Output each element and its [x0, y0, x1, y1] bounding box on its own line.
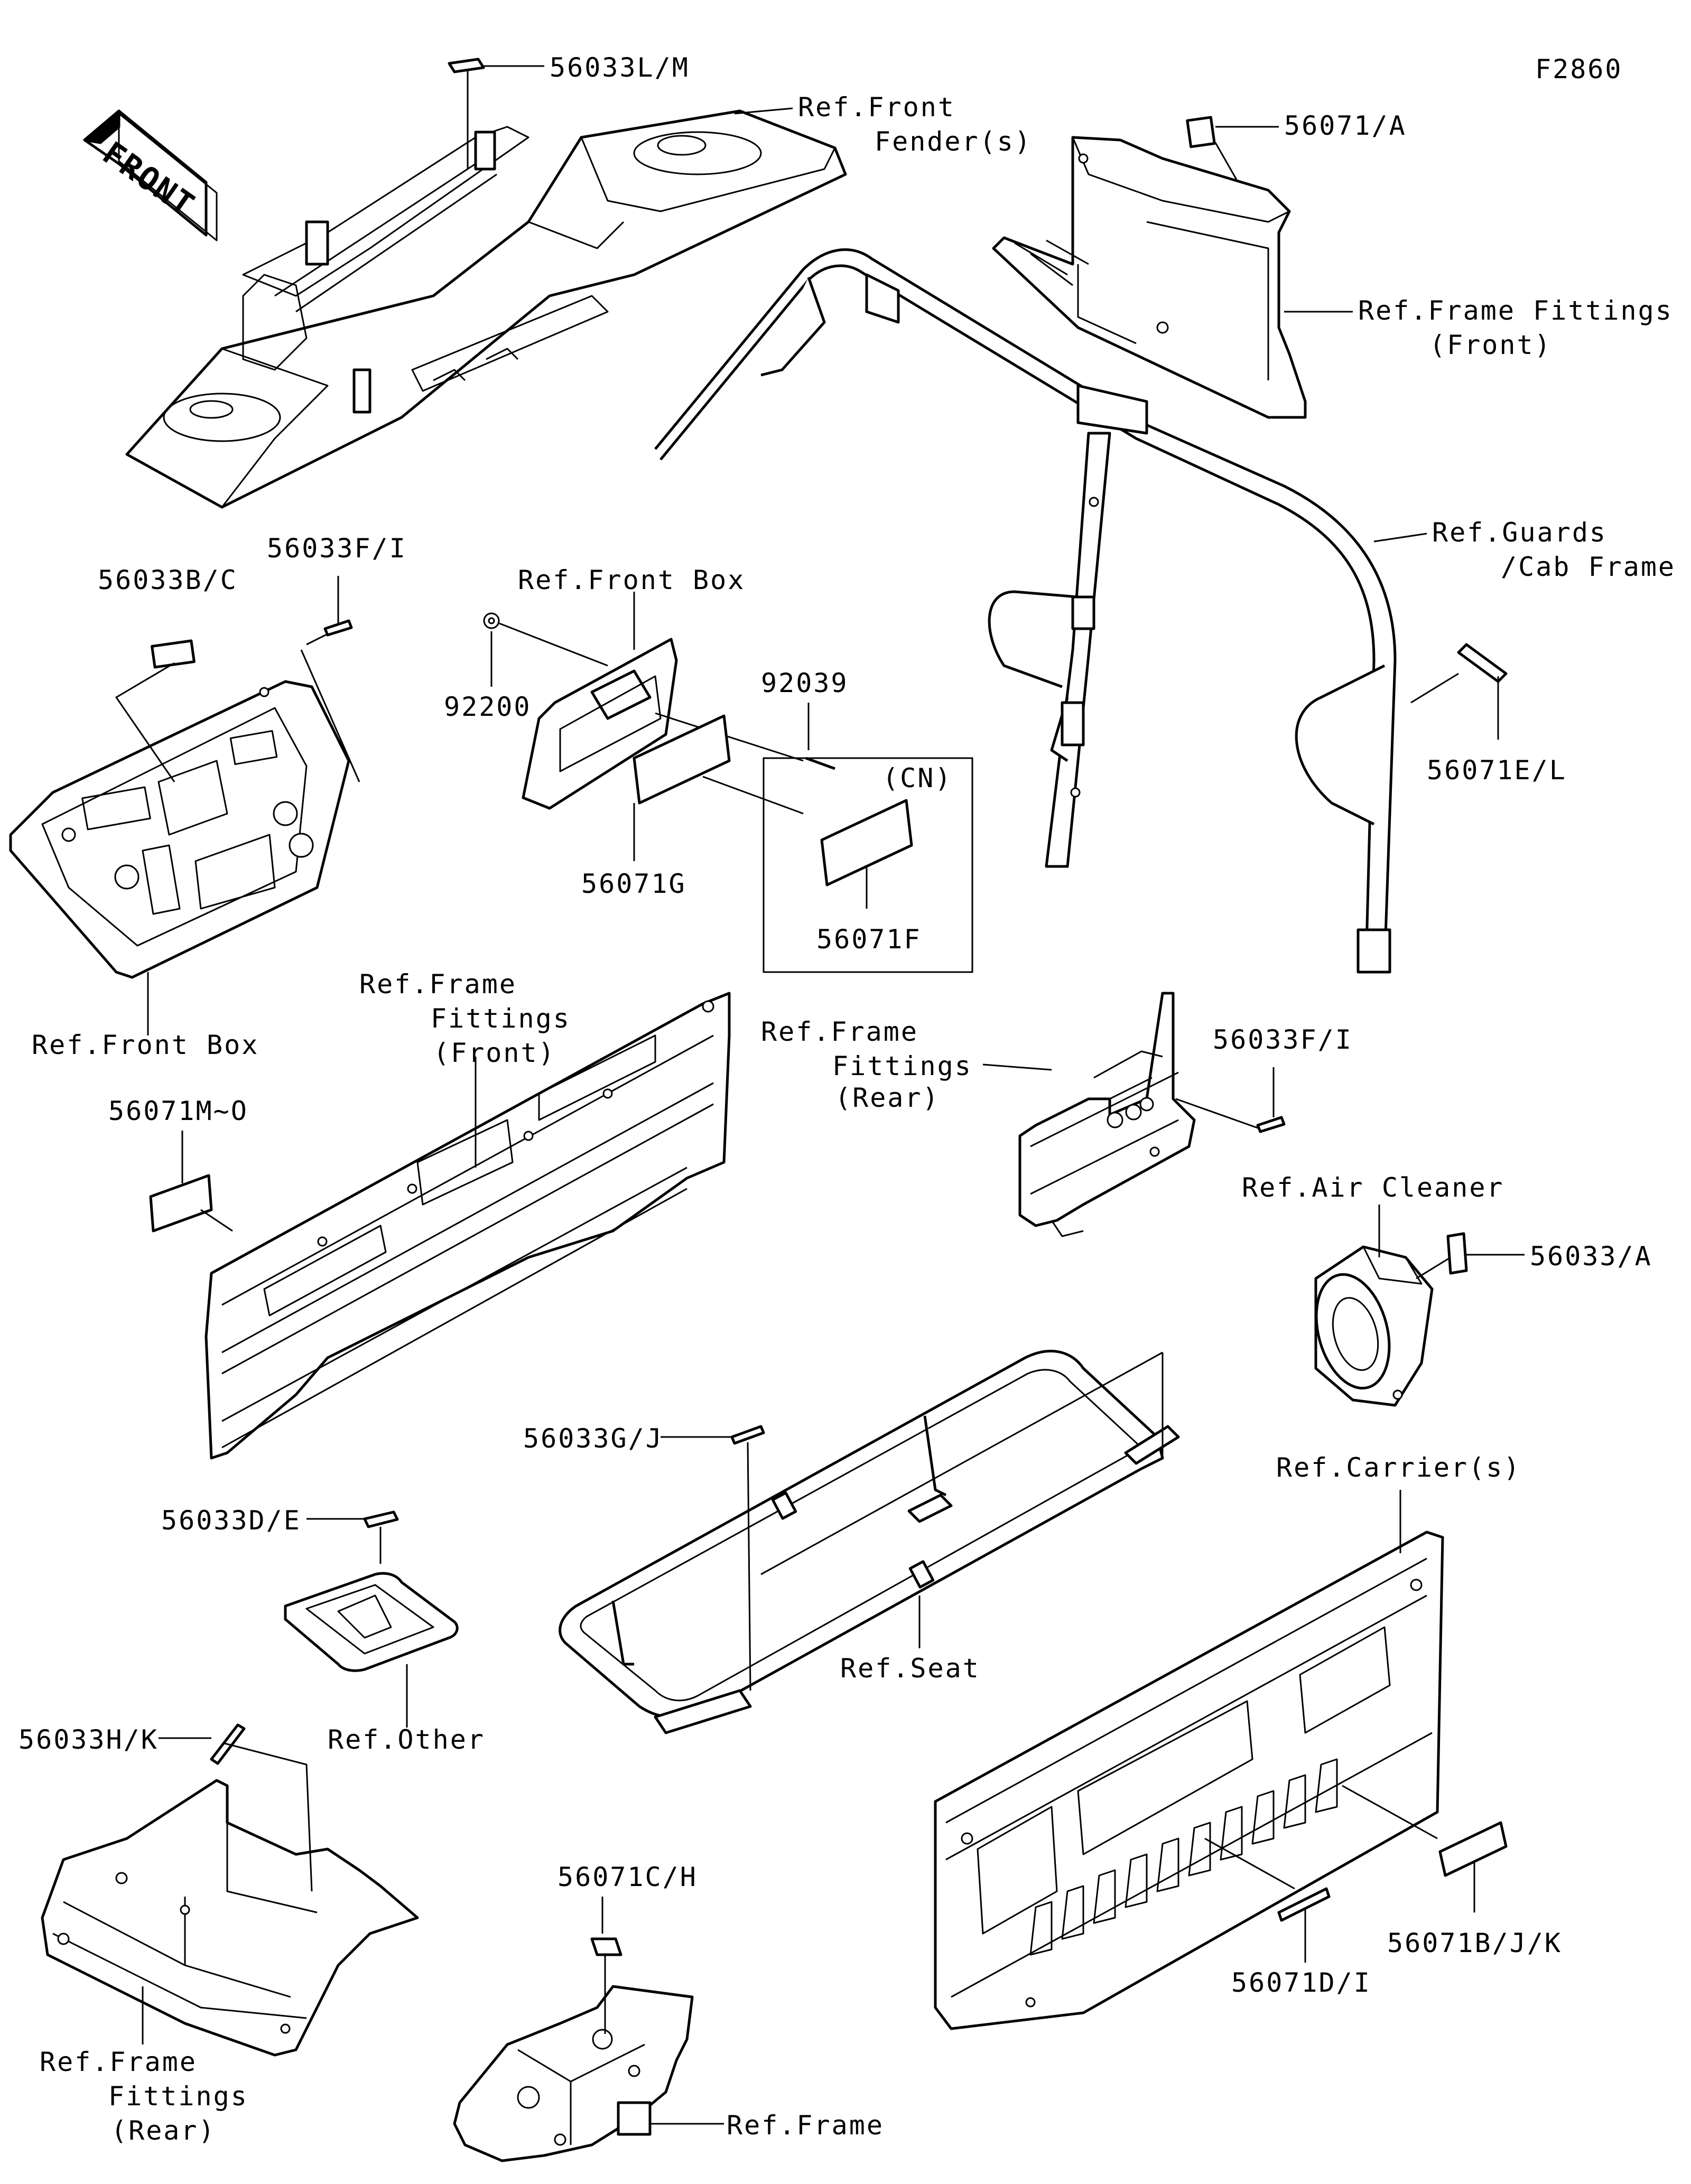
- cab-frame-part: [654, 248, 1397, 974]
- decal-56071-A: [1186, 116, 1216, 148]
- decal-56071C-H: [590, 1937, 622, 1956]
- label-ref-frame-fittings-front-panel-3: (Front): [433, 1038, 556, 1068]
- air-cleaner-part: [1314, 1245, 1434, 1407]
- carrier-tailgate-part: [934, 1530, 1444, 2030]
- decal-56071F: [820, 799, 913, 886]
- decal-56071B-J-K: [1438, 1821, 1508, 1877]
- decal-56033D-E: [363, 1510, 399, 1528]
- label-ref-front-fender-2: Fender(s): [875, 126, 1032, 157]
- label-ref-frame-fittings-front-panel-1: Ref.Frame: [359, 969, 517, 1000]
- frame-hitch-part: [453, 1985, 694, 2162]
- label-56071-A: 56071/A: [1284, 110, 1407, 141]
- label-ref-frame-fittings-rear-center-2: Fittings: [832, 1051, 972, 1081]
- label-56033F-I-top: 56033F/I: [267, 533, 407, 564]
- figure-number: F2860: [1535, 54, 1623, 85]
- decal-56071G: [633, 714, 731, 805]
- label-ref-seat: Ref.Seat: [840, 1653, 980, 1684]
- label-92200: 92200: [444, 692, 532, 722]
- decal-56033G-J: [730, 1425, 765, 1445]
- label-56071D-I: 56071D/I: [1231, 1967, 1371, 1998]
- label-56071M-O: 56071M~O: [108, 1096, 248, 1126]
- other-boot-part: [284, 1572, 459, 1672]
- label-ref-guards-cab-frame-1: Ref.Guards: [1432, 517, 1607, 548]
- label-56071E-L: 56071E/L: [1427, 755, 1567, 786]
- decal-56071D-I: [1277, 1887, 1331, 1922]
- label-56071F: 56071F: [816, 924, 922, 955]
- front-box-dash-part: [9, 680, 350, 979]
- label-ref-air-cleaner: Ref.Air Cleaner: [1242, 1172, 1504, 1203]
- label-56033L-M: 56033L/M: [550, 52, 690, 83]
- label-cn: (CN): [882, 763, 952, 794]
- label-ref-frame-fittings-rear-bottom-1: Ref.Frame: [40, 2047, 197, 2077]
- decal-56071E-L: [1457, 643, 1508, 683]
- frame-fittings-front-panel: [205, 992, 731, 1460]
- label-ref-guards-cab-frame-2: /Cab Frame: [1501, 552, 1676, 582]
- label-ref-frame: Ref.Frame: [727, 2110, 884, 2141]
- decal-56033B-C: [151, 639, 196, 669]
- label-ref-frame-fittings-front-1: Ref.Frame Fittings: [1358, 295, 1673, 326]
- label-ref-other: Ref.Other: [328, 1724, 485, 1755]
- front-box-lid-part: [522, 638, 678, 810]
- label-ref-front-box-center: Ref.Front Box: [518, 565, 745, 595]
- cn-variant-box: [763, 757, 973, 973]
- label-56071C-H: 56071C/H: [558, 1862, 698, 1892]
- decal-56033L-M: [448, 58, 485, 73]
- label-ref-front-fender-1: Ref.Front: [798, 92, 955, 123]
- frame-fittings-front-part: [992, 136, 1307, 419]
- label-56071G: 56071G: [581, 869, 686, 899]
- frame-fittings-rear-part: [1018, 992, 1196, 1237]
- label-ref-frame-fittings-rear-bottom-2: Fittings: [108, 2081, 248, 2112]
- label-56033B-C: 56033B/C: [98, 565, 238, 595]
- front-fender-assembly: [125, 109, 847, 509]
- label-92039: 92039: [761, 668, 849, 698]
- label-56071B-J-K: 56071B/J/K: [1387, 1928, 1562, 1958]
- label-ref-frame-fittings-rear-center-1: Ref.Frame: [761, 1016, 918, 1047]
- label-ref-carriers: Ref.Carrier(s): [1276, 1452, 1521, 1483]
- label-ref-frame-fittings-front-panel-2: Fittings: [431, 1003, 571, 1034]
- decal-56071M-O: [149, 1174, 213, 1233]
- label-ref-front-box-left: Ref.Front Box: [32, 1030, 259, 1060]
- label-56033D-E: 56033D/E: [161, 1505, 301, 1536]
- label-56033H-K: 56033H/K: [18, 1724, 159, 1755]
- frame-fittings-rear-bottom-part: [41, 1779, 419, 2057]
- label-56033-A: 56033/A: [1530, 1241, 1652, 1272]
- label-56033G-J: 56033G/J: [523, 1423, 663, 1454]
- decal-56033F-I-right: [1256, 1116, 1286, 1133]
- label-ref-frame-fittings-rear-center-3: (Rear): [835, 1082, 940, 1113]
- label-ref-frame-fittings-rear-bottom-3: (Rear): [111, 2115, 216, 2146]
- part-92039-pin: [805, 757, 835, 770]
- seat-frame-part: [559, 1349, 1180, 1734]
- front-arrow-icon: FRONT: [83, 109, 218, 241]
- decal-56033-A: [1446, 1232, 1468, 1275]
- decal-56033F-I-top: [323, 619, 353, 637]
- label-ref-frame-fittings-front-2: (Front): [1429, 330, 1552, 360]
- label-56033F-I-right: 56033F/I: [1213, 1024, 1353, 1055]
